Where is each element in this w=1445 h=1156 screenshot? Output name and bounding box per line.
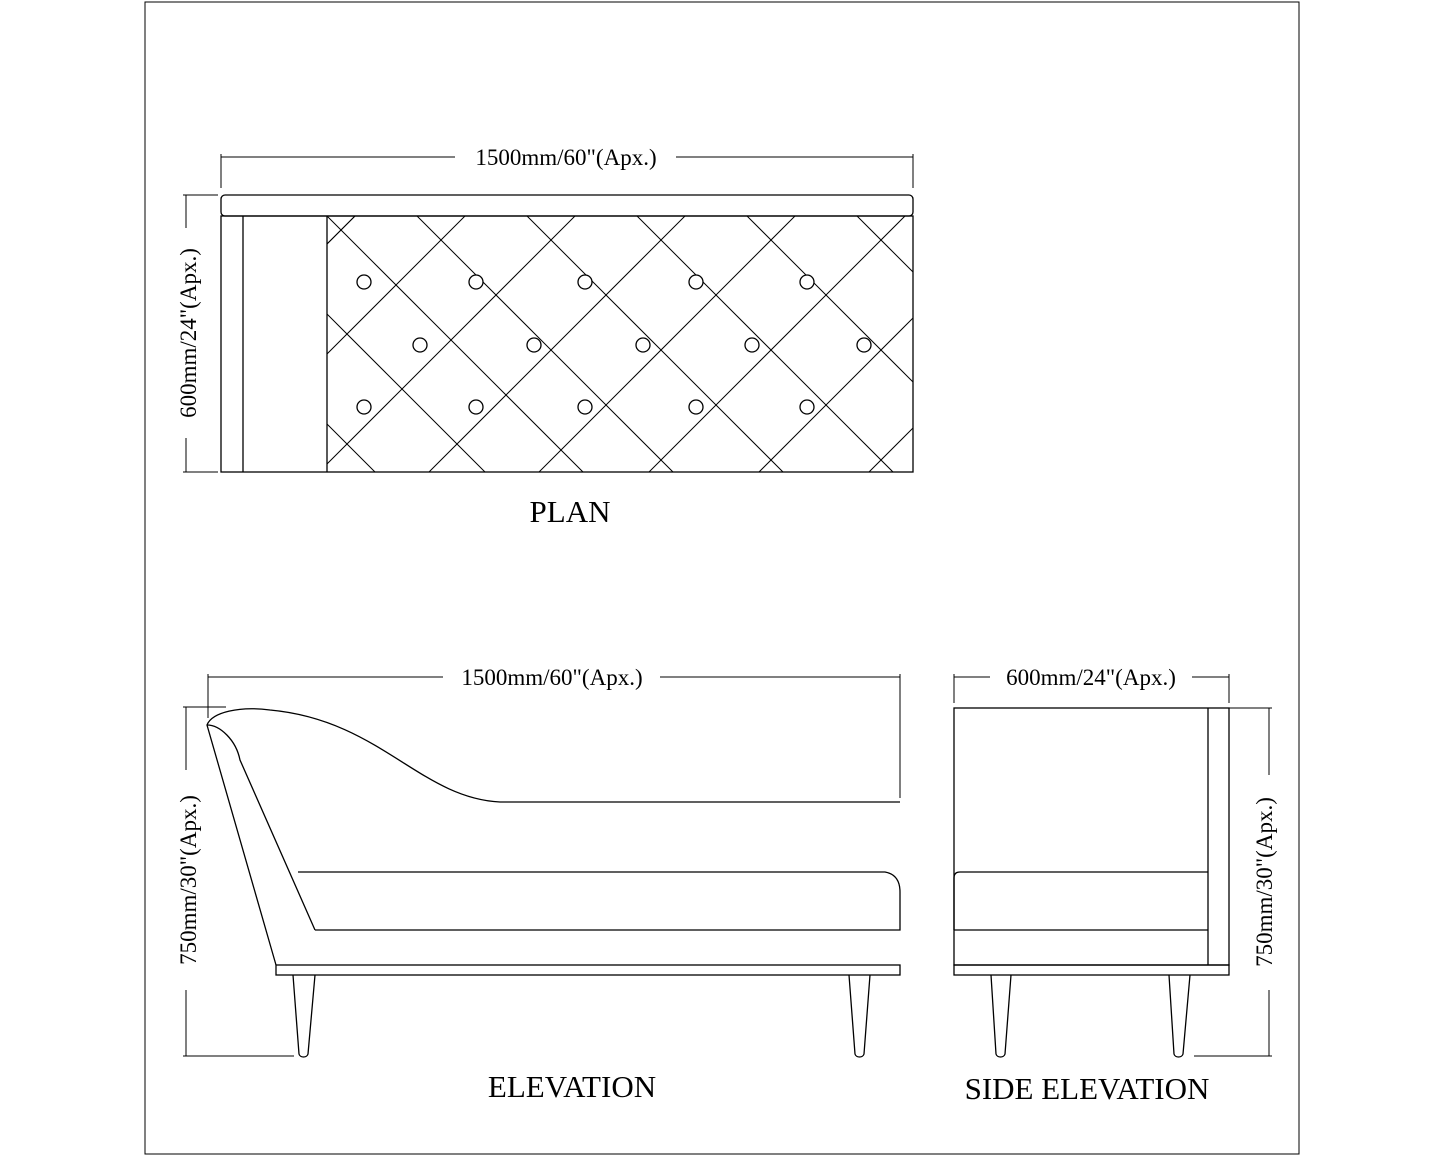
plan-width-dimension: 1500mm/60"(Apx.) [220,145,914,188]
elevation-width-dimension: 1500mm/60"(Apx.) [207,665,901,798]
side-elevation-view: 600mm/24"(Apx.) 750mm/30"(Apx.) SIDE ELE… [953,665,1277,1106]
elevation-backrest-curve [206,708,900,966]
side-seat-cushion [953,871,1208,930]
elevation-view: 1500mm/60"(Apx.) 750mm/30"(Apx.) ELEVATI… [176,665,901,1104]
side-left-leg [990,974,1012,1058]
side-frame-outline [953,707,1230,966]
elevation-title: ELEVATION [488,1069,656,1104]
plan-view: 1500mm/60"(Apx.) 600mm/24"(Apx.) [176,145,914,529]
plan-width-label: 1500mm/60"(Apx.) [475,145,656,170]
side-elevation-title: SIDE ELEVATION [965,1071,1210,1106]
plan-backrest-rail [220,194,914,217]
side-width-label: 600mm/24"(Apx.) [1006,665,1176,690]
elevation-back-leg [848,974,871,1058]
elevation-front-leg [292,974,316,1058]
elevation-base-plinth [275,964,901,976]
elevation-height-dimension: 750mm/30"(Apx.) [176,706,294,1057]
plan-seat-outline [220,215,914,473]
elevation-height-label: 750mm/30"(Apx.) [176,795,201,965]
side-height-label: 750mm/30"(Apx.) [1252,797,1277,967]
elevation-width-label: 1500mm/60"(Apx.) [461,665,642,690]
plan-tufted-pattern [326,215,914,473]
sheet-border [144,1,1300,1155]
plan-title: PLAN [530,494,611,529]
plan-depth-label: 600mm/24"(Apx.) [176,248,201,418]
side-width-dimension: 600mm/24"(Apx.) [953,665,1230,703]
side-height-dimension: 750mm/30"(Apx.) [1194,707,1277,1057]
side-right-leg [1168,974,1191,1058]
plan-depth-dimension: 600mm/24"(Apx.) [176,194,218,473]
side-base-plinth [953,964,1230,976]
elevation-seat-cushion [298,871,901,931]
